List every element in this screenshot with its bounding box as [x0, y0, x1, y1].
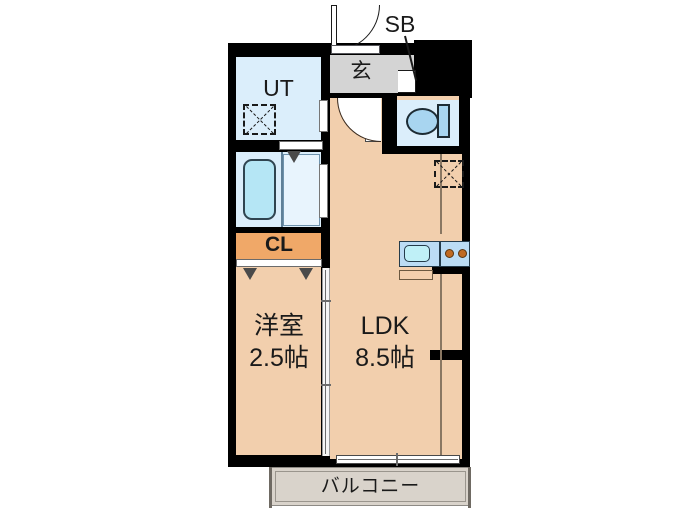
- wall-toilet-right: [459, 96, 470, 154]
- wall-toilet-bottom: [382, 146, 470, 154]
- ut-door-opening[interactable]: [319, 100, 328, 132]
- label-shoe-box: SB: [384, 11, 416, 37]
- label-western-name: 洋室: [253, 312, 304, 340]
- sliding-door-stop-bottom: [321, 384, 331, 386]
- room-western: [236, 266, 322, 459]
- front-door-threshold[interactable]: [331, 45, 380, 54]
- washer-space-icon: [243, 104, 276, 135]
- label-entrance: 玄: [350, 60, 372, 83]
- wall-corridor-toilet: [382, 93, 397, 151]
- stove-burner-right-icon: [458, 249, 467, 258]
- toilet-tank-icon: [437, 104, 450, 138]
- structural-shaft-block: [414, 40, 472, 98]
- balcony: [271, 467, 470, 506]
- ut-bath-door-chevron-icon: [287, 151, 301, 163]
- pillar-line-right: [440, 274, 442, 459]
- label-ldk-size: 8.5帖: [355, 344, 415, 372]
- kitchen-base-cabinet: [399, 270, 433, 280]
- closet-door-chevron-left-icon: [243, 268, 257, 280]
- label-closet: CL: [265, 233, 293, 256]
- bathtub-icon: [243, 159, 276, 220]
- wash-basin-area: [283, 154, 320, 226]
- western-room-bottom-wall: [236, 455, 322, 467]
- label-balcony: バルコニー: [320, 476, 421, 497]
- toilet-bowl-icon: [406, 108, 439, 135]
- kitchen-sink-icon: [404, 245, 430, 262]
- pillar-line-right-upper: [440, 154, 442, 234]
- wall-ut-ldk: [321, 57, 330, 459]
- stove-divider: [439, 241, 441, 267]
- meter-box-icon: [434, 160, 464, 188]
- closet-door-chevron-right-icon: [299, 268, 313, 280]
- label-ldk-name: LDK: [360, 312, 410, 340]
- wall-entrance-bottom: [330, 93, 382, 98]
- balcony-right-edge: [468, 467, 471, 508]
- balcony-window-center-line: [338, 459, 458, 461]
- stove-burner-left-icon: [445, 249, 454, 258]
- wall-kitchen-counter: [432, 265, 470, 274]
- bath-bay-divider: [281, 152, 283, 227]
- balcony-left-edge: [269, 467, 272, 508]
- balcony-rail-outline: [275, 471, 466, 502]
- sliding-door-panel-line: [325, 270, 327, 454]
- ut-bath-folding-door[interactable]: [279, 141, 323, 150]
- closet-folding-doors[interactable]: [236, 259, 322, 267]
- label-ut: UT: [263, 75, 294, 101]
- wall-bath-closet: [236, 227, 322, 233]
- label-western-size: 2.5帖: [249, 344, 309, 372]
- bath-door-opening[interactable]: [319, 164, 328, 218]
- shoe-box: [398, 70, 416, 93]
- sliding-door-stop-top: [321, 300, 331, 302]
- wall-column-stub: [430, 350, 462, 360]
- room-closet: [236, 232, 322, 259]
